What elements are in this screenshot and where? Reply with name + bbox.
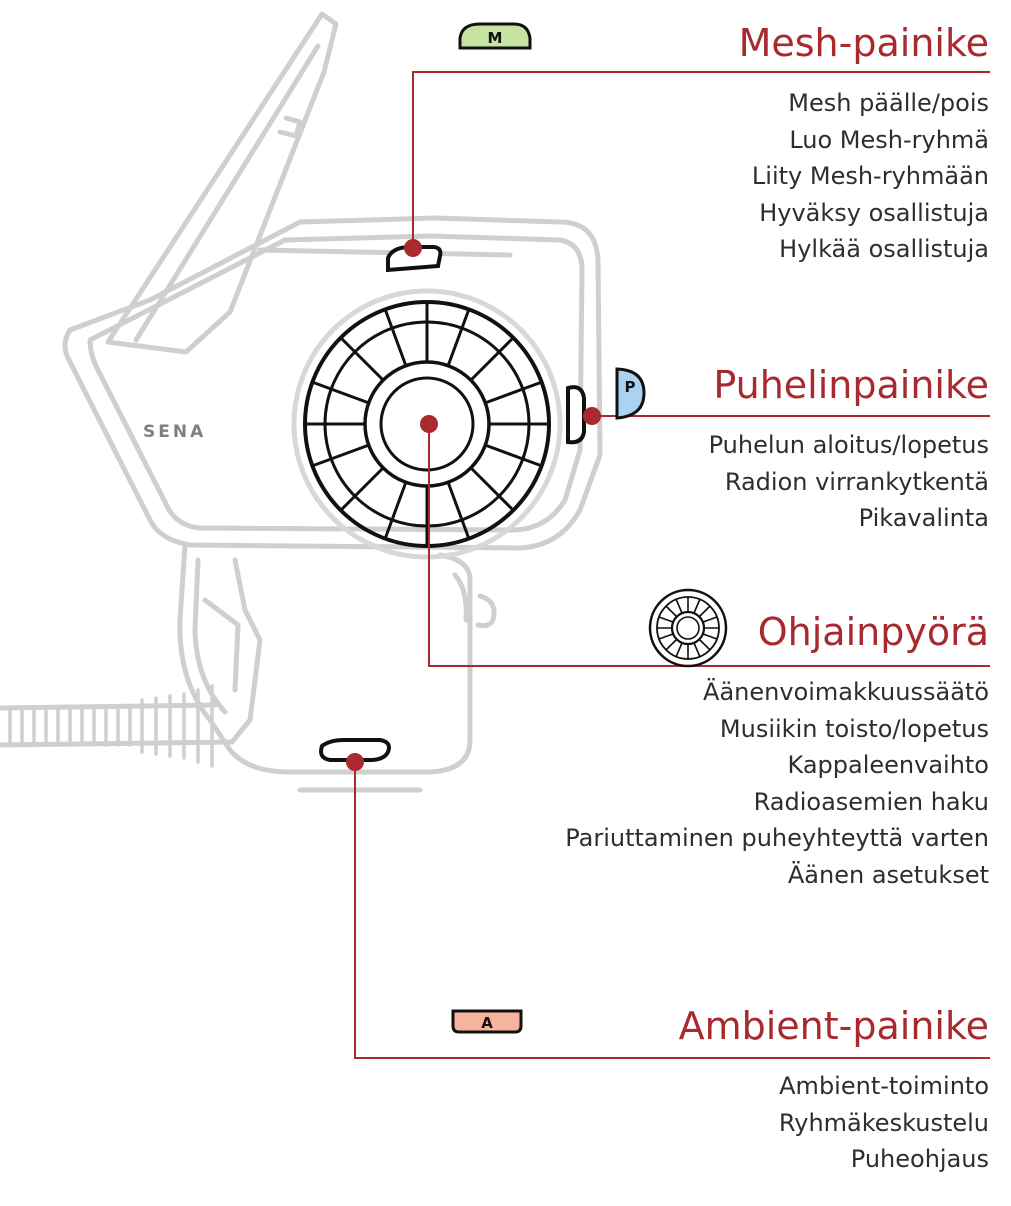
ambient-function-item: Ryhmäkeskustelu [679, 1105, 989, 1142]
mesh-function-item: Luo Mesh-ryhmä [739, 122, 989, 159]
jog-dial-function-item: Radioasemien haku [565, 784, 989, 821]
brand-logo: SENA [143, 422, 206, 442]
jog-dial-section: Ohjainpyörä Äänenvoimakkuussäätö Musiiki… [565, 610, 989, 893]
phone-function-item: Radion virrankytkentä [709, 464, 989, 501]
mesh-button-section: Mesh-painike Mesh päälle/pois Luo Mesh-r… [739, 21, 989, 268]
jog-dial-function-item: Äänenvoimakkuussäätö [565, 674, 989, 711]
mesh-function-item: Hyväksy osallistuja [739, 195, 989, 232]
phone-button-shape [568, 387, 584, 442]
headset-illustration [0, 14, 600, 790]
jog-dial-function-item: Musiikin toisto/lopetus [565, 711, 989, 748]
ambient-button-section: Ambient-painike Ambient-toiminto Ryhmäke… [679, 1004, 989, 1178]
mesh-function-item: Hylkää osallistuja [739, 231, 989, 268]
ambient-button-title: Ambient-painike [679, 1004, 989, 1048]
svg-text:A: A [481, 1014, 493, 1032]
phone-function-item: Puhelun aloitus/lopetus [709, 427, 989, 464]
jog-dial-function-item: Pariuttaminen puheyhteyttä varten [565, 820, 989, 857]
jog-dial-title: Ohjainpyörä [565, 610, 989, 654]
mesh-badge: M [460, 24, 530, 48]
mesh-function-item: Liity Mesh-ryhmään [739, 158, 989, 195]
phone-button-title: Puhelinpainike [709, 363, 989, 407]
ambient-badge: A [453, 1011, 521, 1032]
ambient-function-item: Puheohjaus [679, 1141, 989, 1178]
svg-text:P: P [625, 378, 636, 396]
jog-dial-function-item: Äänen asetukset [565, 857, 989, 894]
ambient-function-item: Ambient-toiminto [679, 1068, 989, 1105]
mesh-function-item: Mesh päälle/pois [739, 85, 989, 122]
phone-function-item: Pikavalinta [709, 500, 989, 537]
mesh-button-title: Mesh-painike [739, 21, 989, 65]
phone-badge: P [617, 369, 644, 418]
phone-button-section: Puhelinpainike Puhelun aloitus/lopetus R… [709, 363, 989, 537]
jog-dial-function-item: Kappaleenvaihto [565, 747, 989, 784]
svg-text:M: M [488, 29, 503, 47]
